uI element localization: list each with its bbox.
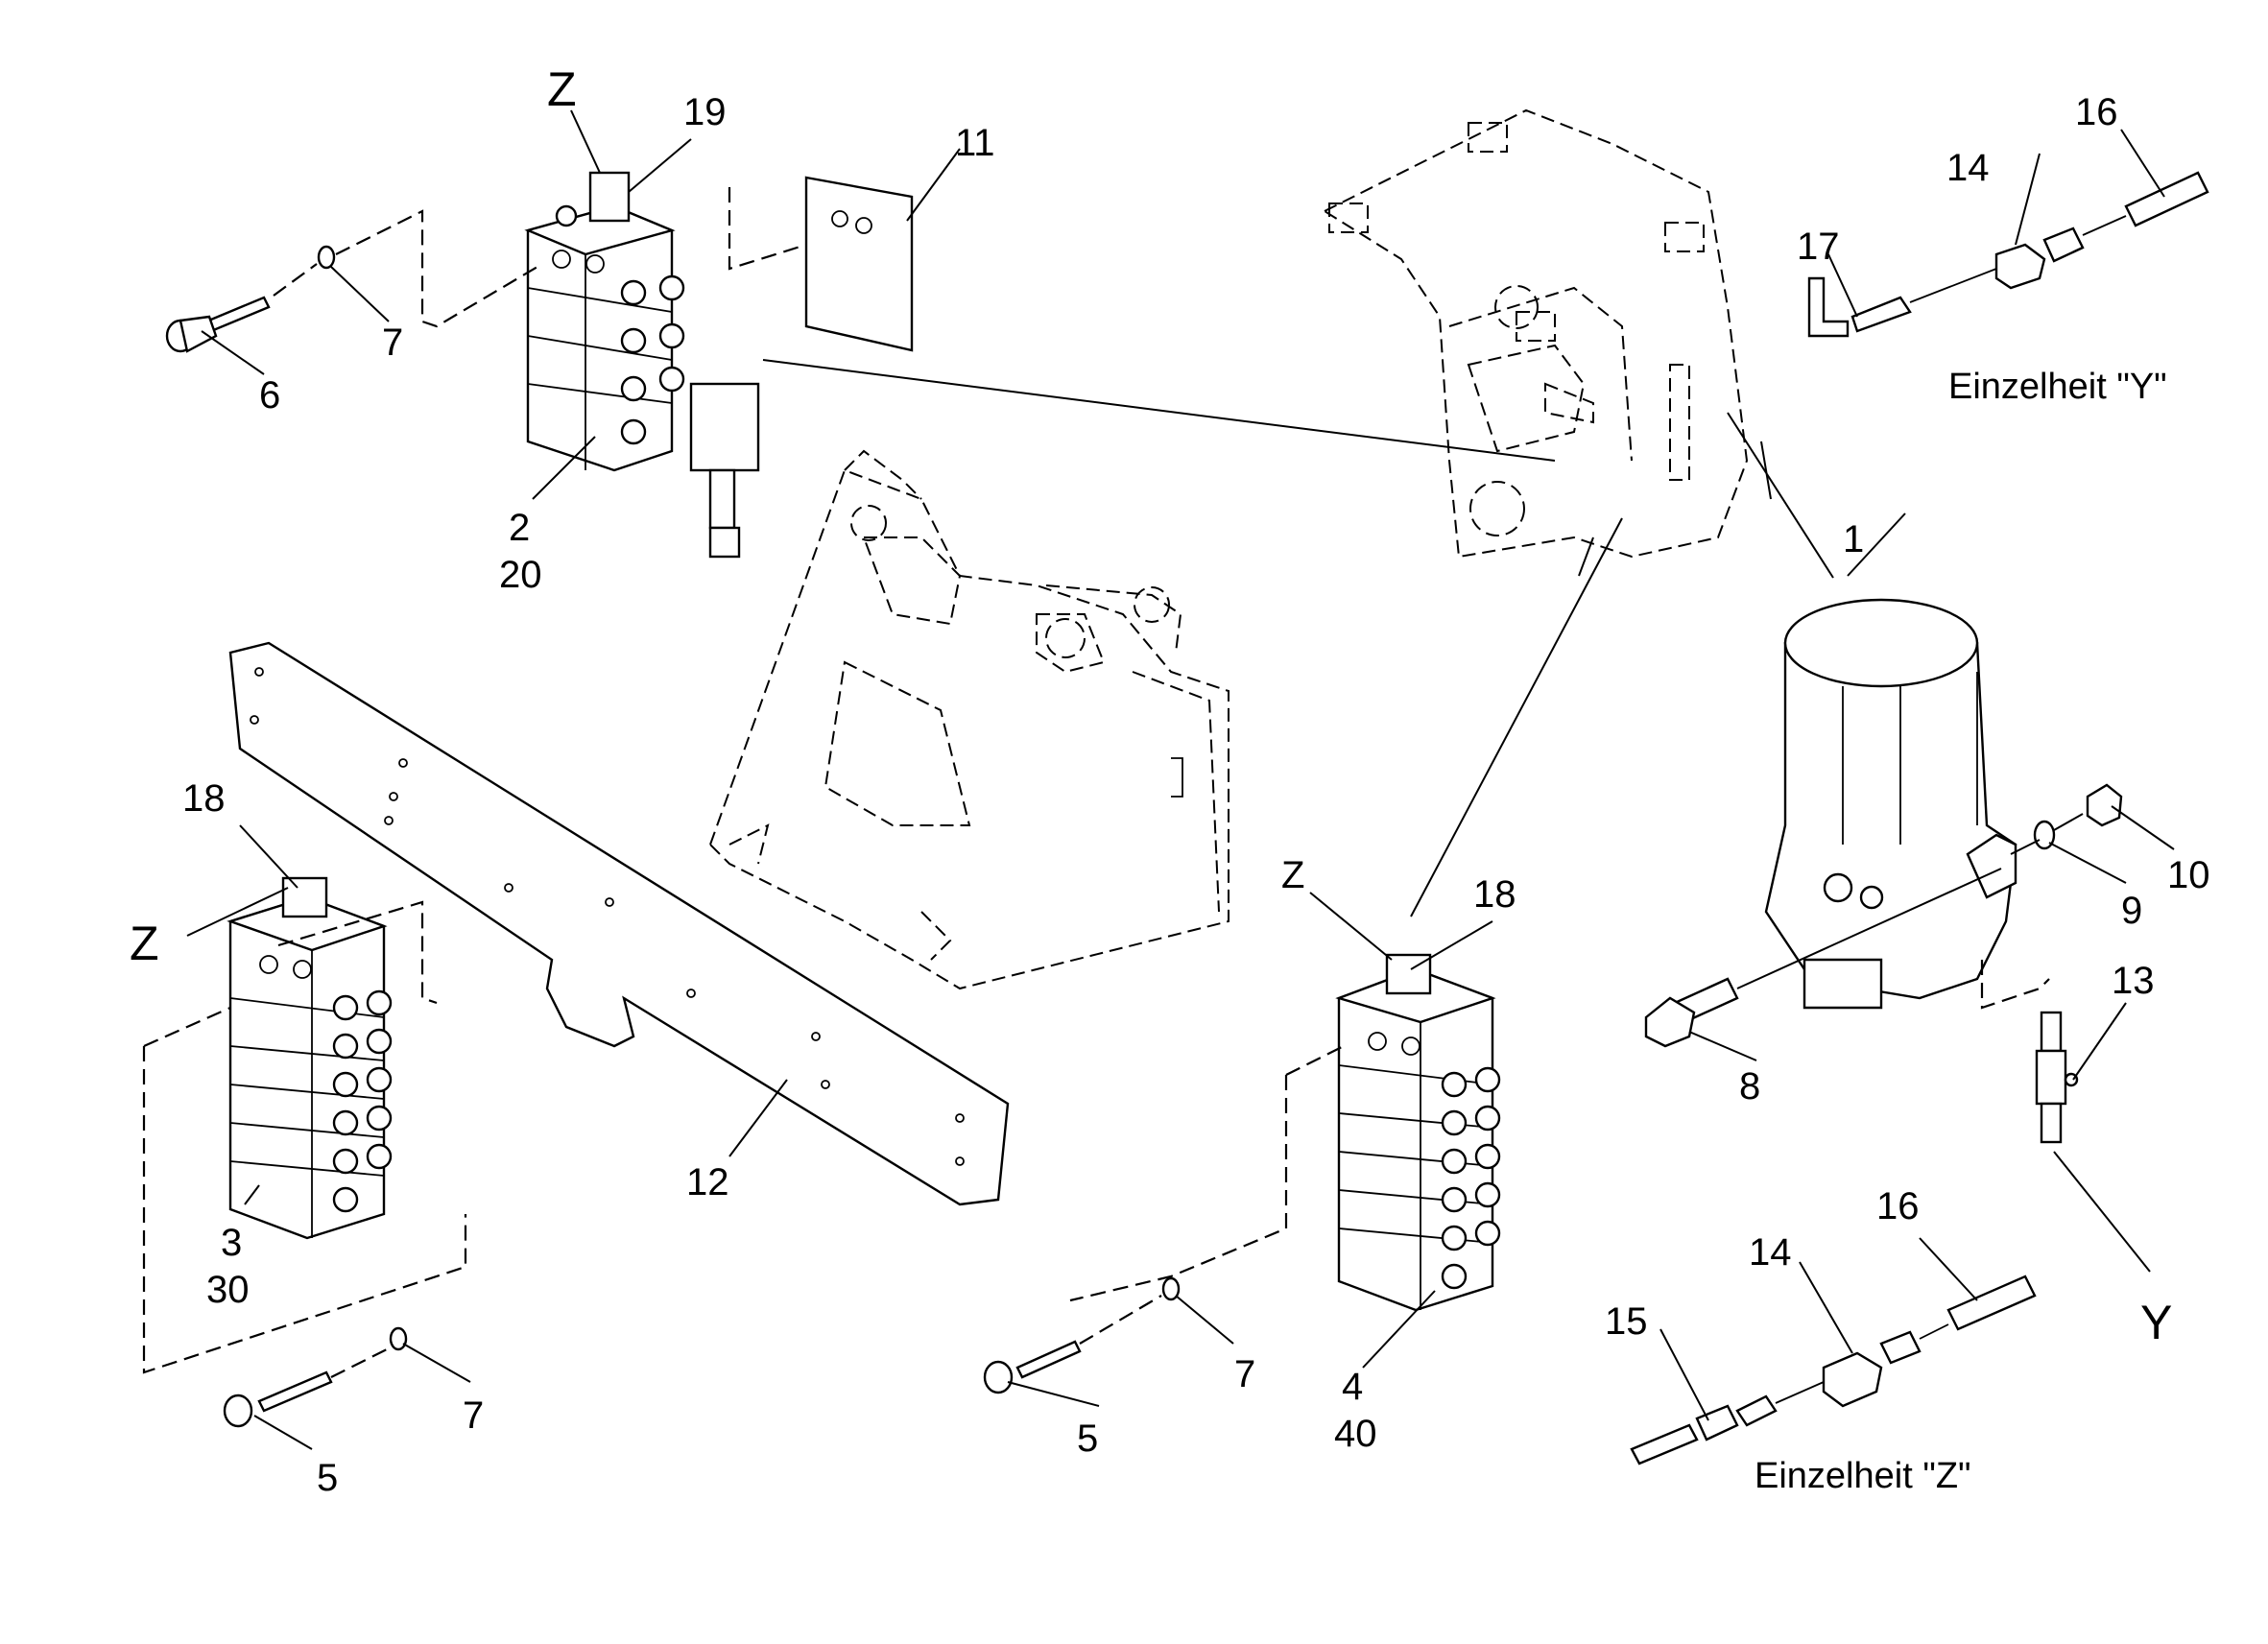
leader-lines: [762, 359, 1834, 917]
phantom-upper-mount: [1322, 108, 1749, 559]
marker-z-center: Z: [1281, 854, 1304, 896]
axis-screw-5-center: [1079, 1295, 1162, 1345]
callout-16-y: 16: [2075, 91, 2118, 133]
callout-5-center: 5: [1077, 1418, 1098, 1460]
callout-20: 20: [499, 554, 542, 596]
callout-2: 2: [509, 507, 530, 549]
callout-12: 12: [686, 1161, 729, 1203]
screw-5-left: [223, 1370, 333, 1428]
phantom-chassis-frame: [708, 449, 1229, 990]
axis-screw-8: [1736, 868, 2002, 989]
callout-18-left: 18: [182, 777, 226, 820]
callout-labels: 1 2 20 3 30 4 40 5 5 6 7 7 7 8 9 10 11 1…: [182, 91, 2210, 1499]
callout-leaders: [186, 109, 2175, 1450]
washer-9: [2033, 820, 2056, 850]
detail-z-assembly: [1630, 1275, 2037, 1465]
axis-screw-5-left: [330, 1347, 390, 1378]
caption-detail-z: Einzelheit "Z": [1755, 1456, 1971, 1496]
mounting-plate-12: [228, 641, 1010, 1206]
distributor-block-4: [1335, 953, 1501, 1312]
callout-14-y: 14: [1946, 147, 1990, 189]
callout-16-z: 16: [1876, 1185, 1920, 1227]
callout-11: 11: [955, 122, 995, 164]
washer-7-left: [389, 1326, 408, 1351]
assembly-axis-center: [1069, 1045, 1345, 1302]
callout-18-center: 18: [1473, 873, 1516, 916]
caption-detail-y: Einzelheit "Y": [1948, 367, 2167, 407]
plate-11: [804, 176, 914, 352]
assembly-axis-left: [142, 900, 467, 1374]
callout-6: 6: [259, 374, 280, 417]
callout-19: 19: [683, 91, 727, 133]
callout-1: 1: [1843, 518, 1864, 560]
marker-z-left: Z: [130, 917, 159, 970]
marker-y: Y: [2140, 1296, 2172, 1349]
washer-7-center: [1161, 1276, 1181, 1301]
callout-17: 17: [1797, 226, 1840, 268]
callout-8: 8: [1739, 1065, 1760, 1108]
callout-10: 10: [2167, 854, 2210, 896]
callout-3: 3: [221, 1222, 242, 1264]
callout-30: 30: [206, 1269, 250, 1311]
callout-15: 15: [1605, 1300, 1648, 1343]
distributor-block-2: [524, 171, 760, 559]
callout-40: 40: [1334, 1413, 1377, 1455]
screw-5-center: [983, 1340, 1082, 1394]
fitting-13: [2035, 1011, 2079, 1144]
callout-4: 4: [1342, 1366, 1363, 1408]
washer-7-top: [317, 245, 336, 270]
axis-fitting-13: [1980, 960, 2050, 1010]
detail-markers: Z Z Z Y: [130, 62, 2172, 1349]
screw-8: [1644, 977, 1739, 1048]
callout-7-center: 7: [1234, 1353, 1255, 1395]
screw-6: [165, 296, 271, 353]
callout-5-left: 5: [317, 1457, 338, 1499]
callout-13: 13: [2112, 960, 2155, 1002]
callout-7-left: 7: [463, 1394, 484, 1437]
distributor-block-3: [227, 876, 393, 1240]
nut-10: [2086, 783, 2123, 827]
assembly-axis-top: [273, 187, 807, 328]
detail-y-assembly: [1807, 171, 2209, 338]
grease-pump-1: [1764, 598, 2017, 1010]
callout-9: 9: [2121, 890, 2142, 932]
marker-z-top: Z: [547, 62, 577, 116]
callout-14-z: 14: [1749, 1231, 1792, 1274]
callout-7-top: 7: [382, 322, 403, 364]
